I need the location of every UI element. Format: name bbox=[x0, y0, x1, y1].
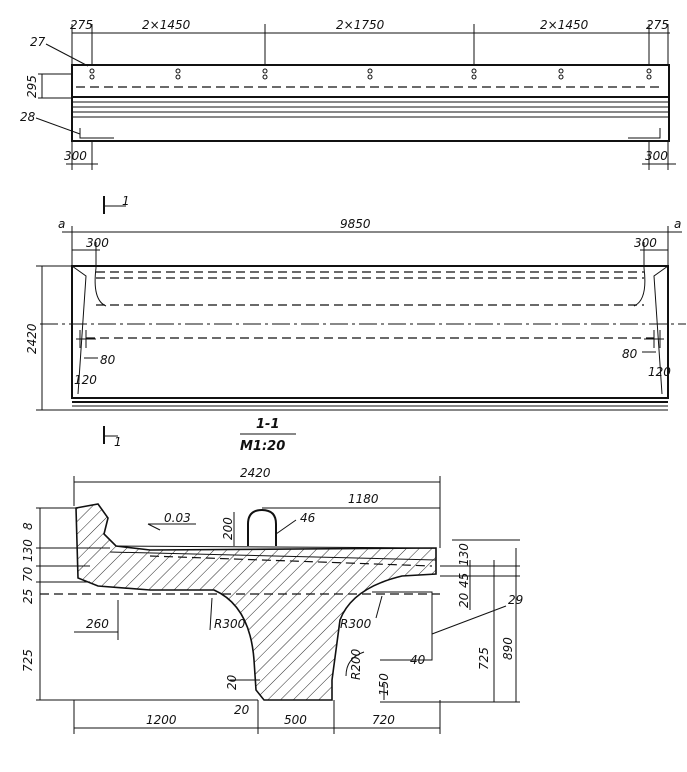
dim-flange-width: 1180 bbox=[348, 492, 379, 506]
radius-left: R300 bbox=[214, 617, 246, 631]
plan-view: 275 2×1450 2×1750 2×1450 275 295 27 2 bbox=[20, 18, 676, 170]
dim-left-1: 8 bbox=[21, 522, 35, 530]
elevation-view: 1 1 a a 9850 300 300 bbox=[25, 194, 686, 449]
dim-offset-left: 260 bbox=[86, 617, 109, 631]
dim-right-5: 890 bbox=[501, 637, 515, 660]
section-name: 1-1 bbox=[256, 417, 280, 432]
dim-bottom-2: 500 bbox=[284, 713, 307, 727]
dim-length: 9850 bbox=[340, 217, 371, 231]
dim-right-4: 725 bbox=[477, 647, 491, 670]
dim-small-3: 150 bbox=[377, 673, 391, 696]
dim-small-4: 40 bbox=[410, 653, 426, 667]
dim-top-2: 2×1450 bbox=[142, 18, 191, 32]
side-mark-left: a bbox=[58, 217, 65, 231]
lifting-loop-icons bbox=[89, 68, 652, 80]
dim-small-1: 20 bbox=[225, 674, 239, 690]
radius-small: R200 bbox=[349, 648, 363, 680]
section-title: 1-1 M1:20 bbox=[240, 417, 296, 454]
callout-27: 27 bbox=[30, 35, 46, 49]
dim-top-1: 275 bbox=[70, 18, 93, 32]
radius-right: R300 bbox=[340, 617, 372, 631]
dim-right-2: 45 bbox=[457, 573, 471, 588]
dim-bottom-1: 1200 bbox=[146, 713, 177, 727]
dim-small-right-2: 120 bbox=[648, 365, 671, 379]
dim-plan-height: 295 bbox=[25, 75, 39, 98]
dim-small-2: 20 bbox=[234, 703, 250, 717]
dim-end-left: 300 bbox=[86, 236, 109, 250]
dim-top-4: 2×1450 bbox=[540, 18, 589, 32]
dim-plan-bottom-right: 300 bbox=[645, 149, 668, 163]
dim-right-3: 20 bbox=[457, 592, 471, 608]
dim-end-right: 300 bbox=[634, 236, 657, 250]
dim-left-4: 25 bbox=[21, 589, 35, 604]
dim-right-1: 130 bbox=[457, 543, 471, 566]
dim-small-left-2: 120 bbox=[74, 373, 97, 387]
dim-section-width: 2420 bbox=[240, 466, 271, 480]
dim-left-3: 70 bbox=[21, 566, 35, 582]
dim-web-height: 725 bbox=[21, 649, 35, 672]
callout-46: 46 bbox=[300, 511, 316, 525]
side-mark-right: a bbox=[674, 217, 681, 231]
slope-label: 0.03 bbox=[164, 511, 191, 525]
dim-small-left-1: 80 bbox=[100, 353, 116, 367]
section-scale: M1:20 bbox=[240, 439, 285, 454]
dim-loop-height: 200 bbox=[221, 517, 235, 540]
dim-small-right-1: 80 bbox=[622, 347, 638, 361]
section-mark-top: 1 bbox=[122, 194, 130, 208]
dim-height: 2420 bbox=[25, 323, 39, 354]
dim-left-2: 130 bbox=[21, 539, 35, 562]
dim-top-3: 2×1750 bbox=[336, 18, 385, 32]
dim-top-5: 275 bbox=[646, 18, 669, 32]
section-body bbox=[75, 503, 437, 701]
dim-bottom-3: 720 bbox=[372, 713, 395, 727]
cross-section: 2420 1180 0.03 46 200 29 40 8 130 7 bbox=[21, 466, 523, 734]
section-mark-bottom: 1 bbox=[114, 435, 122, 449]
dim-plan-bottom-left: 300 bbox=[64, 149, 87, 163]
lifting-loop-icon bbox=[247, 508, 277, 546]
callout-28: 28 bbox=[20, 110, 36, 124]
